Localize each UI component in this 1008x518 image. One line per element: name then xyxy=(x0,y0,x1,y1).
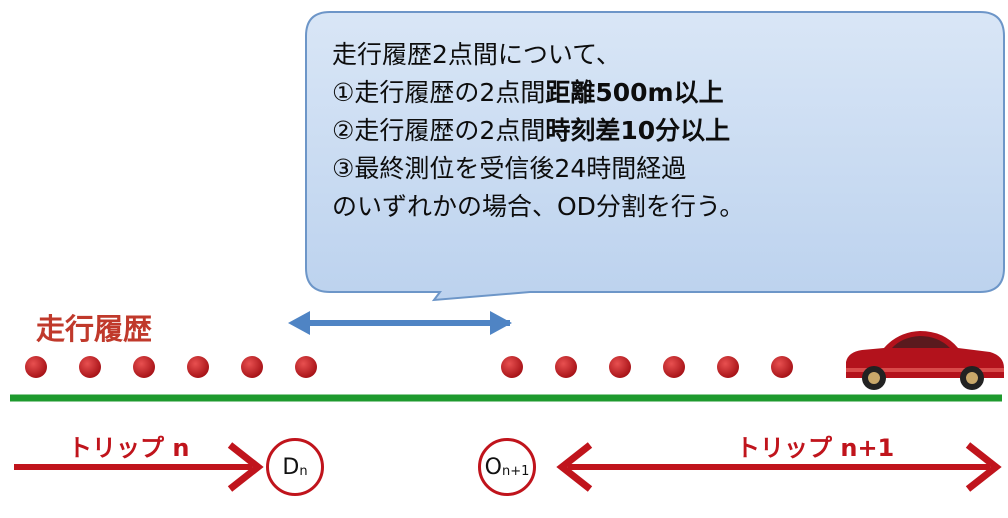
destination-subscript: n xyxy=(299,463,308,479)
history-point xyxy=(501,356,523,378)
origin-subscript: n+1 xyxy=(501,463,530,479)
trip-n1-label: トリップ n+1 xyxy=(736,434,895,462)
callout-text: 走行履歴2点間について、 ①走行履歴の2点間距離500m以上 ②走行履歴の2点間… xyxy=(332,36,992,226)
history-point xyxy=(555,356,577,378)
condition-2-emphasis: 時刻差10分以上 xyxy=(545,116,731,145)
callout-line-3: ②走行履歴の2点間時刻差10分以上 xyxy=(332,112,992,150)
condition-1-emphasis: 距離500m以上 xyxy=(545,78,724,107)
callout-line-1: 走行履歴2点間について、 xyxy=(332,40,621,69)
history-point xyxy=(771,356,793,378)
history-point xyxy=(241,356,263,378)
history-point xyxy=(79,356,101,378)
history-point xyxy=(133,356,155,378)
speech-callout-bubble xyxy=(305,11,1005,302)
history-point xyxy=(717,356,739,378)
history-point xyxy=(25,356,47,378)
trip-n1-arrow xyxy=(556,442,1002,492)
history-point xyxy=(295,356,317,378)
history-points xyxy=(25,356,793,378)
callout-line-5: のいずれかの場合、OD分割を行う。 xyxy=(332,192,745,221)
history-point xyxy=(663,356,685,378)
trip-n-arrow xyxy=(14,442,264,492)
history-label: 走行履歴 xyxy=(36,312,153,346)
car-icon xyxy=(846,331,1004,390)
history-point xyxy=(187,356,209,378)
condition-2-prefix: ②走行履歴の2点間 xyxy=(332,116,546,145)
callout-line-2: ①走行履歴の2点間距離500m以上 xyxy=(332,74,992,112)
condition-1-prefix: ①走行履歴の2点間 xyxy=(332,78,546,107)
gap-double-arrow xyxy=(288,311,512,335)
history-point xyxy=(609,356,631,378)
callout-line-4: ③最終測位を受信後24時間経過 xyxy=(332,154,687,183)
destination-letter: D xyxy=(282,454,300,480)
trip-n-label: トリップ n xyxy=(68,434,190,462)
origin-letter: O xyxy=(484,454,502,480)
